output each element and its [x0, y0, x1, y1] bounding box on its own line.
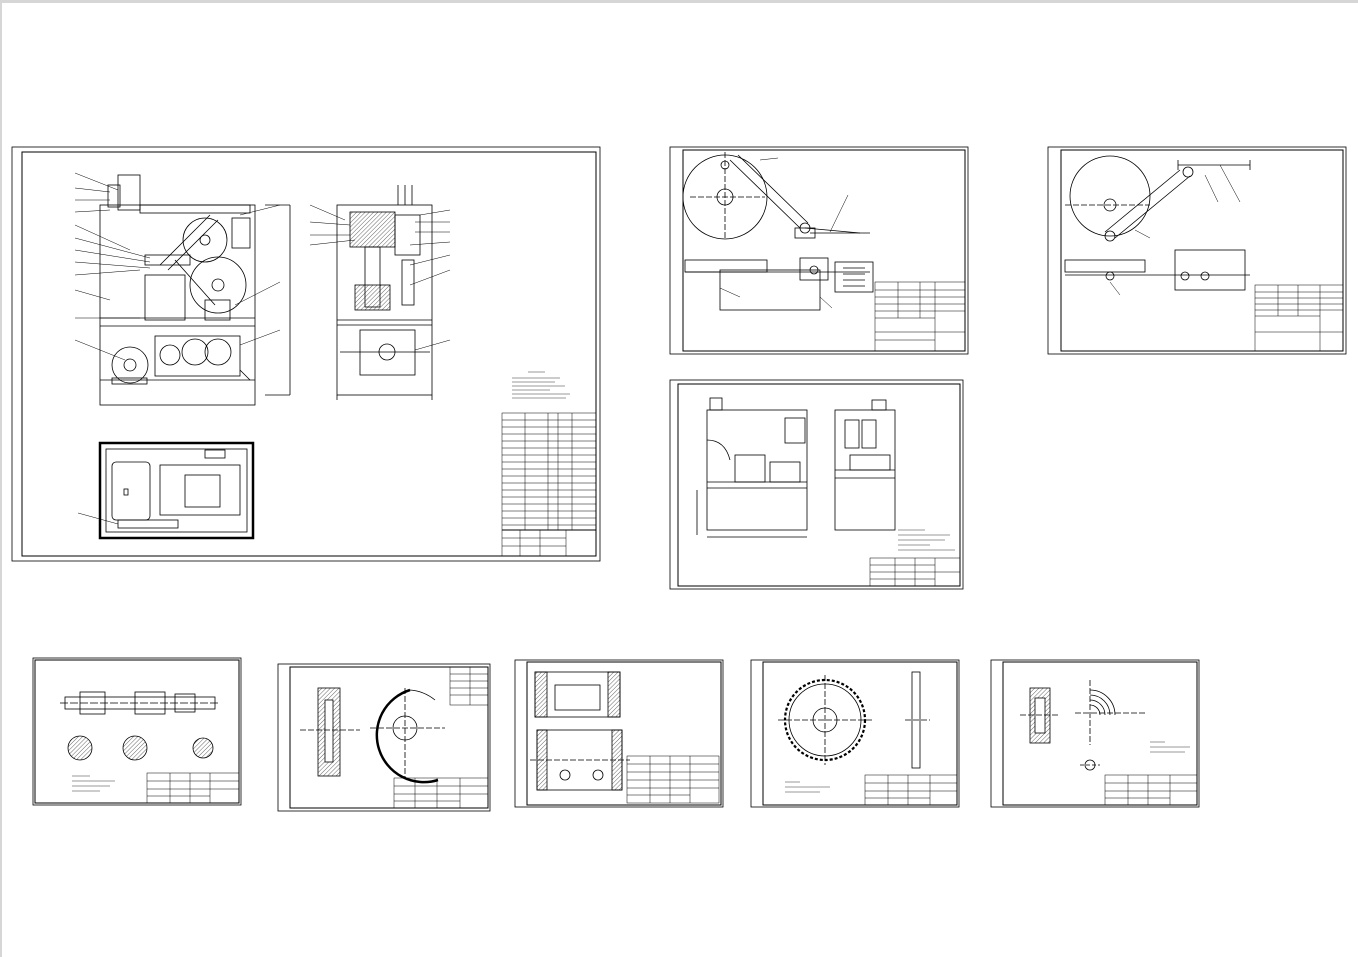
sprocket-title-block: [864, 774, 958, 806]
sheet-sprocket[interactable]: [750, 659, 960, 808]
assembly-top-view: [77, 441, 255, 540]
sheet-assembly[interactable]: [11, 146, 601, 562]
sheet-gear[interactable]: [277, 663, 491, 812]
sheet-a-title-block: [874, 281, 966, 352]
assembly-side-leaders: [309, 204, 451, 351]
assembly-title-block: [501, 412, 597, 557]
canvas-left-edge: [0, 0, 2, 957]
assembly-leaders-left: [74, 172, 281, 361]
sheet-crank-rocker-a[interactable]: [669, 146, 969, 355]
gear-title-block: [393, 777, 489, 809]
pulley-title-block: [1104, 774, 1198, 806]
gear-param-table: [449, 666, 489, 706]
assembly-side-view: [336, 185, 433, 400]
sheet-pulley[interactable]: [990, 659, 1200, 808]
shaft-title-block: [146, 772, 240, 804]
sheet-gearbox-housing[interactable]: [514, 659, 724, 808]
sheet-crank-rocker-b[interactable]: [1047, 146, 1347, 355]
assembly-front-view: [99, 174, 291, 406]
housing-title-block: [626, 755, 720, 804]
canvas-top-edge: [0, 0, 1358, 3]
sheet-b-title-block: [1254, 284, 1344, 352]
sheet-frame-title-block: [869, 557, 961, 587]
sheet-frame[interactable]: [669, 379, 964, 590]
sheet-shaft[interactable]: [32, 657, 242, 806]
assembly-notes: [512, 371, 570, 399]
